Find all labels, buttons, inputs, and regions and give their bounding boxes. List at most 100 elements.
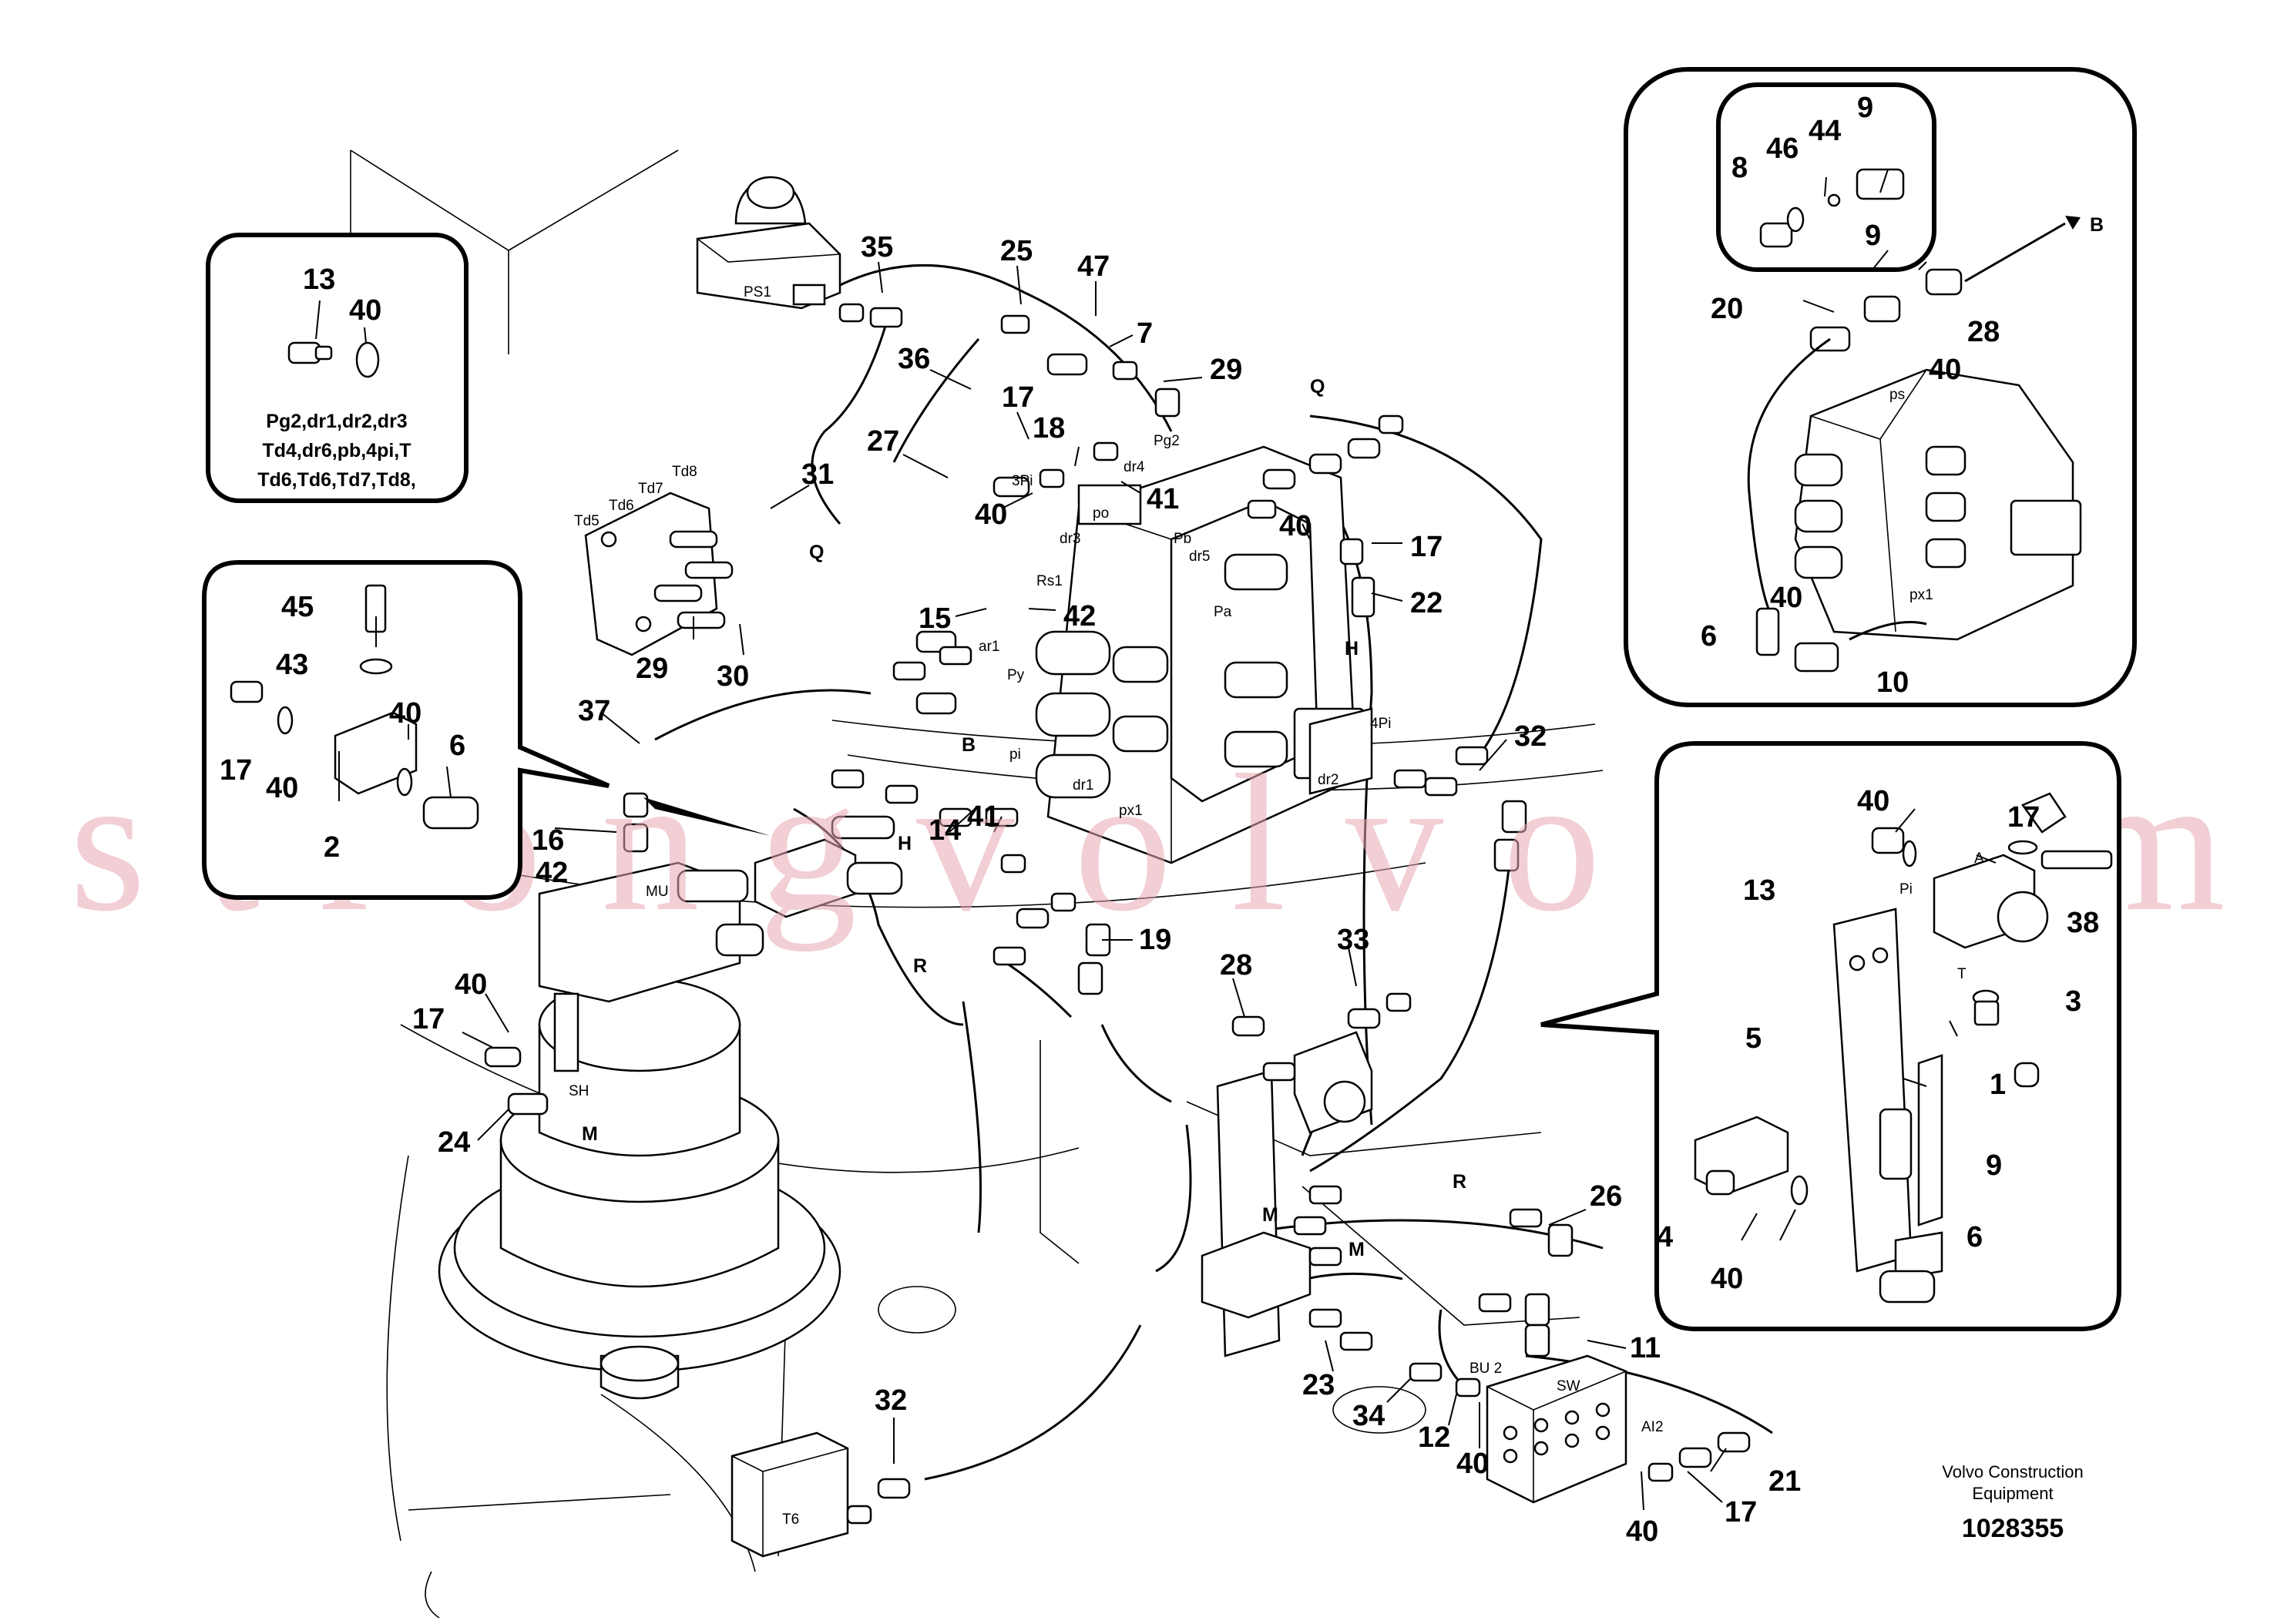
port-po: po	[1093, 505, 1109, 522]
callout-14: 14	[929, 814, 961, 847]
port-rs1: Rs1	[1036, 573, 1063, 589]
fittings	[484, 303, 1751, 1525]
callout-23: 23	[1302, 1369, 1335, 1401]
drawing-number: 1028355	[1962, 1514, 2064, 1543]
callout-40i: 40	[1929, 354, 1961, 386]
callout-13b: 13	[1743, 874, 1775, 907]
sw-manifold	[1486, 1354, 1627, 1504]
port-r1: R	[913, 955, 927, 977]
port-mu: MU	[646, 884, 669, 900]
port-h2: H	[898, 833, 912, 854]
port-r2: R	[1453, 1171, 1466, 1193]
td-manifold	[584, 492, 734, 656]
callout-26: 26	[1590, 1180, 1622, 1213]
callout-4: 4	[1657, 1221, 1673, 1253]
port-ps: ps	[1889, 387, 1905, 403]
callout-9b: 9	[1865, 220, 1881, 252]
callout-41b: 41	[967, 800, 999, 833]
callout-38: 38	[2067, 907, 2099, 939]
port-dr2: dr2	[1318, 772, 1338, 788]
port-h1: H	[1345, 638, 1359, 659]
callout-36: 36	[898, 343, 930, 375]
callout-20: 20	[1711, 293, 1743, 325]
port-b1: B	[962, 734, 976, 756]
port-pi2: Pi	[1899, 881, 1913, 898]
port-td6: Td6	[609, 498, 634, 514]
callout-6a: 6	[449, 730, 465, 762]
callout-30: 30	[717, 660, 749, 693]
port-dr5: dr5	[1189, 549, 1210, 565]
callout-35: 35	[861, 231, 893, 263]
callout-44: 44	[1809, 115, 1841, 147]
callout-18: 18	[1033, 412, 1065, 445]
port-bu2: BU 2	[1469, 1361, 1502, 1377]
port-sh: SH	[569, 1083, 589, 1099]
port-m1: M	[582, 1123, 598, 1145]
inset-plug-note	[206, 233, 469, 503]
inset-valve-block	[202, 560, 610, 900]
callout-37: 37	[578, 695, 610, 727]
port-a: A	[1974, 851, 1984, 867]
callout-22: 22	[1410, 587, 1443, 619]
callout-42b: 42	[536, 857, 568, 889]
callout-17d: 17	[412, 1003, 445, 1035]
callout-17b: 17	[1002, 381, 1034, 414]
cutoff-valve-block	[754, 815, 903, 918]
callout-46: 46	[1766, 133, 1799, 165]
callout-40k: 40	[1857, 785, 1889, 817]
callout-40d: 40	[975, 498, 1007, 531]
callout-29b: 29	[636, 653, 668, 685]
port-q1: Q	[809, 542, 824, 563]
port-td5: Td5	[574, 513, 600, 529]
callout-32b: 32	[875, 1384, 907, 1417]
inset-pointer-wedge	[643, 797, 771, 836]
callout-45: 45	[281, 591, 314, 623]
inset-note-line-2: Td4,dr6,pb,4pi,T	[262, 440, 411, 461]
port-pa: Pa	[1214, 604, 1232, 620]
callout-6c: 6	[1967, 1221, 1983, 1253]
port-td8: Td8	[672, 464, 697, 480]
port-px1b: px1	[1909, 587, 1933, 603]
callout-42a: 42	[1063, 600, 1096, 632]
callout-2: 2	[324, 831, 340, 864]
callout-40h: 40	[1626, 1515, 1658, 1548]
t6-block	[731, 1431, 849, 1558]
callout-24: 24	[438, 1126, 470, 1159]
port-q2: Q	[1310, 376, 1325, 398]
callout-21: 21	[1768, 1465, 1801, 1498]
footer-brand-line-1: Volvo Construction	[1942, 1462, 2083, 1481]
port-pi1: pi	[1009, 747, 1021, 763]
port-td7: Td7	[638, 481, 663, 497]
callout-40f: 40	[455, 968, 487, 1001]
inset-note: Pg2,dr1,dr2,dr3 Td4,dr6,pb,4pi,T Td6,Td6…	[257, 411, 416, 491]
callout-13a: 13	[303, 263, 335, 296]
callout-7: 7	[1137, 317, 1153, 350]
callout-43: 43	[276, 649, 308, 681]
callout-40g: 40	[1456, 1448, 1489, 1480]
callout-3: 3	[2065, 985, 2081, 1018]
port-dr1: dr1	[1073, 777, 1093, 794]
callout-40a: 40	[349, 294, 381, 327]
port-4pi: 4Pi	[1370, 716, 1391, 732]
callout-17c: 17	[1410, 531, 1443, 563]
callout-17a: 17	[220, 754, 252, 787]
callout-9a: 9	[1857, 92, 1873, 124]
callout-15: 15	[919, 602, 951, 635]
port-t: T	[1957, 966, 1967, 982]
callout-17f: 17	[2007, 801, 2040, 834]
callout-47: 47	[1077, 250, 1110, 283]
callout-17e: 17	[1725, 1496, 1757, 1528]
port-dr4: dr4	[1123, 459, 1145, 475]
callout-labels: 13 40 45 43 40 6 17 40 2 35 25 47 7 29 3…	[220, 92, 2099, 1548]
callout-34: 34	[1352, 1400, 1385, 1432]
port-ar1: ar1	[979, 639, 999, 655]
main-control-valve	[1035, 445, 1373, 864]
port-pg2: Pg2	[1154, 433, 1180, 449]
callout-33: 33	[1337, 924, 1369, 956]
port-m3: M	[1262, 1204, 1278, 1226]
callout-12: 12	[1418, 1421, 1450, 1454]
inset-note-line-3: Td6,Td6,Td7,Td8,	[257, 469, 416, 491]
port-py: Py	[1007, 667, 1025, 683]
